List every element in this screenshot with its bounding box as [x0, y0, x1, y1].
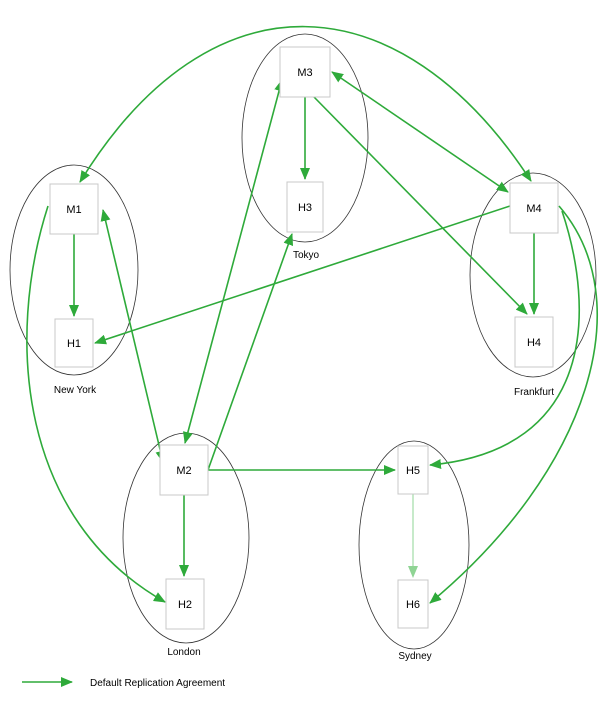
node-M3-label: M3: [297, 67, 312, 79]
node-H2: H2: [165, 578, 205, 630]
node-H3-label: H3: [298, 202, 312, 214]
legend-label: Default Replication Agreement: [90, 678, 225, 689]
site-frankfurt-label: Frankfurt: [514, 387, 554, 398]
node-H5: H5: [397, 445, 429, 495]
node-H1: H1: [54, 318, 94, 368]
site-frankfurt: [469, 172, 597, 378]
node-H2-label: H2: [178, 599, 192, 611]
site-tokyo-label: Tokyo: [293, 250, 320, 261]
node-H1-label: H1: [67, 338, 81, 350]
site-london-label: London: [167, 647, 200, 658]
node-H4-label: H4: [527, 337, 541, 349]
node-M3: M3: [279, 46, 331, 98]
edge-M2-H3: [207, 233, 294, 471]
node-M1-label: M1: [66, 204, 81, 216]
node-M4: M4: [509, 182, 559, 234]
edge-M1-M2: [100, 209, 166, 463]
node-M2: M2: [159, 444, 209, 496]
node-M4-label: M4: [526, 203, 541, 215]
edge-M3-M4: [331, 71, 509, 193]
node-H6: H6: [397, 579, 429, 629]
edge-M4-H6: [429, 205, 598, 604]
site-sydney-label: Sydney: [398, 651, 431, 662]
edge-M1-H2: [26, 205, 166, 603]
node-M2-label: M2: [176, 465, 191, 477]
site-frankfurt-ellipse: [469, 172, 597, 378]
site-newyork-label: New York: [54, 385, 97, 396]
edge-M3-H4: [313, 96, 528, 315]
node-H4: H4: [514, 316, 554, 368]
edge-M1-M4: [79, 25, 532, 183]
edge-M4-H5: [429, 210, 580, 469]
node-M1: M1: [49, 183, 99, 235]
site-sydney: [358, 440, 470, 650]
node-H5-label: H5: [406, 465, 420, 477]
edge-M2-M3: [183, 79, 284, 444]
site-sydney-ellipse: [358, 440, 470, 650]
legend: Default Replication Agreement: [22, 677, 225, 689]
node-H3: H3: [286, 181, 324, 233]
node-H6-label: H6: [406, 599, 420, 611]
replication-edges: [26, 25, 598, 604]
